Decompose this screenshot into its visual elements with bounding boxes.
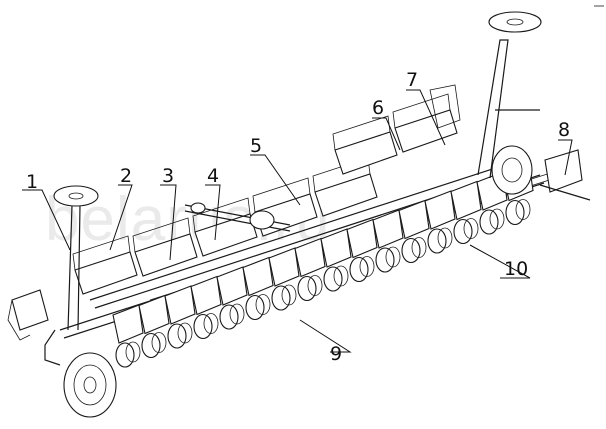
callouts: 1 2 3 4 5 6 7 8 9 10	[22, 69, 573, 365]
press-wheel-rear	[229, 303, 245, 325]
press-wheel	[427, 228, 447, 254]
press-wheel-rear	[255, 294, 271, 315]
callout-10: 10	[504, 258, 528, 280]
press-wheel-rear	[333, 265, 349, 287]
press-wheel	[141, 332, 161, 359]
press-wheel	[505, 199, 525, 226]
press-wheel	[193, 313, 213, 340]
row-unit-body	[398, 199, 430, 240]
row-unit-body	[138, 294, 170, 335]
hopper	[74, 251, 138, 295]
callout-9: 9	[330, 343, 342, 365]
press-wheel	[401, 237, 421, 264]
press-wheel-rear	[151, 332, 167, 353]
press-wheel	[167, 323, 187, 349]
row-units	[112, 161, 534, 368]
hopper-lid	[392, 93, 451, 129]
press-wheel	[323, 266, 343, 292]
left-marker	[7, 185, 117, 418]
press-wheel	[245, 294, 265, 321]
row-unit-body	[112, 304, 144, 344]
row-unit-body	[424, 190, 456, 230]
press-wheel	[297, 275, 317, 302]
row-unit-body	[268, 247, 300, 287]
callout-8: 8	[558, 119, 570, 141]
press-wheel-rear	[177, 322, 193, 344]
callout-4: 4	[207, 165, 219, 187]
callout-6: 6	[372, 97, 384, 119]
hopper	[394, 109, 458, 153]
press-wheel	[271, 285, 291, 311]
press-wheel	[453, 218, 473, 245]
press-wheel-rear	[515, 199, 531, 220]
hopper-lid	[192, 197, 251, 233]
row-unit-body	[450, 180, 482, 221]
row-unit-body	[294, 237, 326, 278]
press-wheel-rear	[411, 237, 427, 258]
press-wheel-rear	[281, 284, 297, 306]
drive-shaft	[184, 202, 291, 232]
press-wheel	[349, 256, 369, 283]
row-unit-body	[164, 285, 196, 325]
press-wheel-rear	[307, 275, 323, 296]
hopper-lid	[72, 235, 131, 271]
callout-2: 2	[120, 165, 132, 187]
row-unit-body	[190, 275, 222, 316]
press-wheel-rear	[463, 218, 479, 239]
seed-hoppers	[72, 93, 458, 295]
press-wheel-rear	[203, 313, 219, 334]
row-unit-body	[372, 209, 404, 249]
press-wheel-rear	[385, 246, 401, 268]
hopper	[334, 131, 398, 175]
callout-3: 3	[162, 165, 174, 187]
callout-7: 7	[406, 69, 418, 91]
right-marker	[429, 11, 591, 201]
press-wheel	[479, 209, 499, 235]
press-wheel-rear	[359, 256, 375, 277]
row-unit-body	[216, 266, 248, 306]
row-unit-body	[346, 218, 378, 259]
hopper	[314, 173, 378, 217]
callout-5: 5	[250, 135, 262, 157]
row-unit-body	[242, 256, 274, 297]
press-wheel-rear	[437, 227, 453, 249]
press-wheel-rear	[489, 208, 505, 230]
hopper-lid	[132, 217, 191, 253]
row-unit-body	[320, 228, 352, 268]
press-wheel	[219, 304, 239, 330]
callout-1: 1	[26, 171, 38, 193]
press-wheel	[375, 247, 395, 273]
press-wheel	[115, 342, 135, 368]
press-wheel-rear	[125, 341, 141, 363]
hopper-lid	[252, 177, 311, 213]
